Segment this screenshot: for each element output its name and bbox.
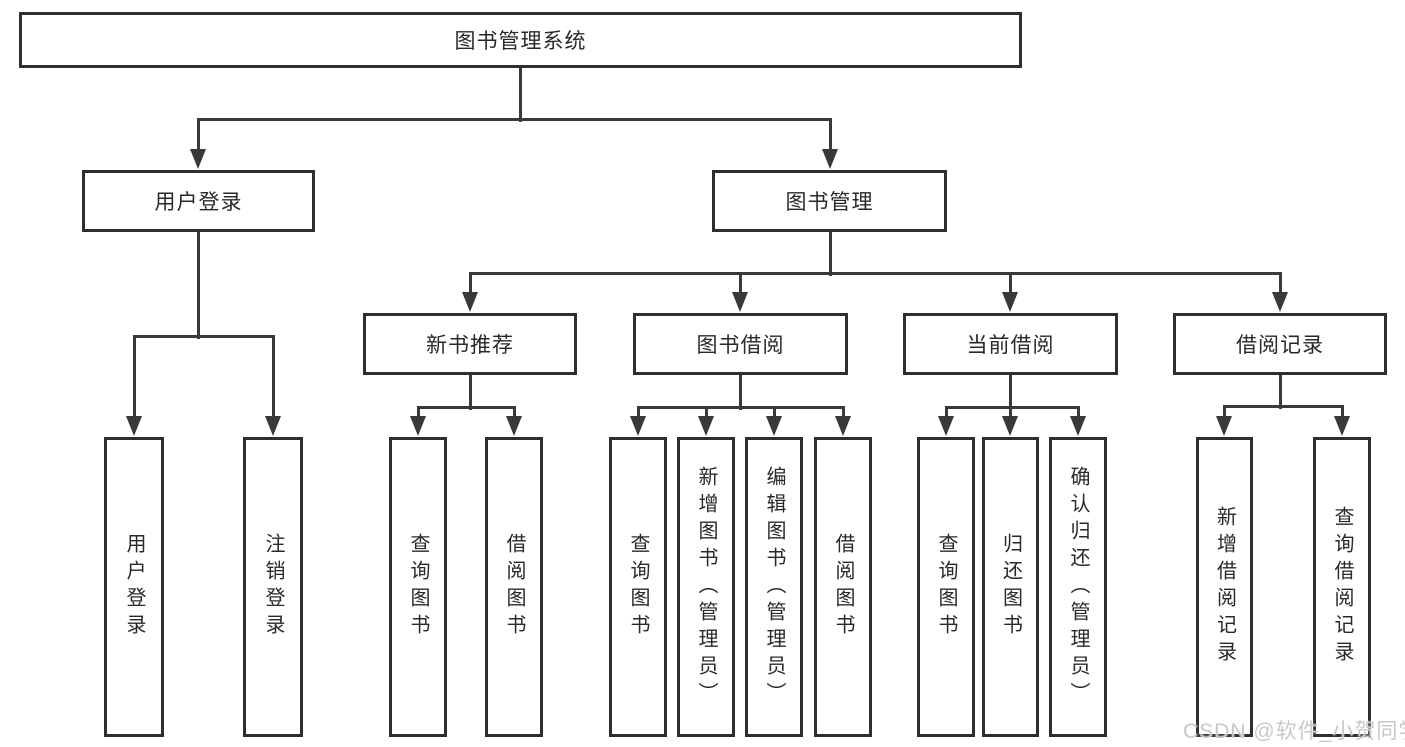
node-label: 图书借阅 bbox=[696, 334, 785, 357]
arrowhead-down-icon bbox=[1070, 416, 1086, 436]
connector-line bbox=[1340, 406, 1344, 420]
node-leaf-borrow-book-2: 借阅图书 bbox=[814, 437, 872, 737]
node-book-mgmt: 图书管理 bbox=[712, 170, 947, 232]
arrowhead-down-icon bbox=[732, 292, 748, 312]
node-leaf-borrow-book-1: 借阅图书 bbox=[485, 437, 543, 737]
node-leaf-query-record: 查询借阅记录 bbox=[1313, 437, 1371, 737]
arrowhead-down-icon bbox=[630, 416, 646, 436]
arrowhead-down-icon bbox=[938, 416, 954, 436]
node-label: 编辑图书（管理员） bbox=[763, 465, 785, 709]
connector-line bbox=[271, 336, 275, 420]
arrowhead-down-icon bbox=[410, 416, 426, 436]
connector-line bbox=[1278, 273, 1282, 296]
node-leaf-edit-book: 编辑图书（管理员） bbox=[745, 437, 803, 737]
connector-line bbox=[416, 407, 420, 420]
arrowhead-down-icon bbox=[1002, 416, 1018, 436]
node-label: 查询借阅记录 bbox=[1331, 506, 1353, 668]
connector-line bbox=[636, 405, 845, 409]
node-leaf-query-book-2: 查询图书 bbox=[609, 437, 667, 737]
node-leaf-query-book-3: 查询图书 bbox=[917, 437, 975, 737]
connector-line bbox=[636, 407, 640, 420]
node-label: 借阅图书 bbox=[503, 533, 525, 641]
node-label: 借阅图书 bbox=[832, 533, 854, 641]
node-leaf-return-book: 归还图书 bbox=[982, 437, 1039, 737]
arrowhead-down-icon bbox=[190, 149, 206, 169]
connector-line bbox=[1008, 273, 1012, 296]
connector-line bbox=[1008, 407, 1012, 420]
arrowhead-down-icon bbox=[265, 416, 281, 436]
arrowhead-down-icon bbox=[1334, 416, 1350, 436]
node-leaf-confirm-return: 确认归还（管理员） bbox=[1049, 437, 1107, 737]
connector-line bbox=[738, 273, 742, 296]
node-label: 借阅记录 bbox=[1236, 334, 1324, 357]
node-label: 图书管理系统 bbox=[454, 30, 587, 53]
node-label: 图书管理 bbox=[785, 191, 874, 214]
connector-line bbox=[1076, 407, 1080, 420]
node-leaf-query-book-1: 查询图书 bbox=[389, 437, 447, 737]
node-new-book-rec: 新书推荐 bbox=[363, 313, 577, 375]
node-label: 用户登录 bbox=[154, 191, 243, 214]
csdn-watermark: CSDN @软件_小贺同学 bbox=[1183, 720, 1405, 743]
node-label: 归还图书 bbox=[999, 533, 1022, 641]
connector-line bbox=[828, 232, 832, 276]
connector-line bbox=[704, 407, 708, 420]
arrowhead-down-icon bbox=[1002, 292, 1018, 312]
arrowhead-down-icon bbox=[1216, 416, 1232, 436]
connector-line bbox=[468, 271, 1282, 275]
connector-line bbox=[944, 407, 948, 420]
connector-line bbox=[1222, 404, 1344, 408]
connector-line bbox=[828, 119, 832, 153]
connector-line bbox=[416, 405, 516, 409]
node-label: 注销登录 bbox=[262, 533, 284, 641]
connector-line bbox=[196, 119, 200, 153]
connector-line bbox=[1008, 375, 1012, 410]
node-label: 新增借阅记录 bbox=[1213, 506, 1236, 668]
connector-line bbox=[468, 273, 472, 296]
node-current-borrow: 当前借阅 bbox=[903, 313, 1118, 375]
connector-line bbox=[468, 375, 472, 410]
arrowhead-down-icon bbox=[698, 416, 714, 436]
connector-line bbox=[512, 407, 516, 420]
node-label: 查询图书 bbox=[407, 533, 429, 641]
connector-line bbox=[1278, 375, 1282, 409]
node-label: 用户登录 bbox=[123, 533, 145, 641]
node-user-login: 用户登录 bbox=[82, 170, 315, 232]
connector-line bbox=[132, 336, 136, 420]
arrowhead-down-icon bbox=[126, 416, 142, 436]
arrowhead-down-icon bbox=[1272, 292, 1288, 312]
node-label: 查询图书 bbox=[935, 533, 957, 641]
connector-line bbox=[738, 375, 742, 410]
node-leaf-user-login: 用户登录 bbox=[104, 437, 164, 737]
node-label: 查询图书 bbox=[627, 533, 649, 641]
arrowhead-down-icon bbox=[835, 416, 851, 436]
node-root: 图书管理系统 bbox=[19, 12, 1022, 68]
connector-line bbox=[1222, 406, 1226, 420]
node-leaf-add-record: 新增借阅记录 bbox=[1196, 437, 1253, 737]
node-leaf-logout: 注销登录 bbox=[243, 437, 303, 737]
arrowhead-down-icon bbox=[462, 292, 478, 312]
connector-line bbox=[196, 117, 832, 121]
connector-line bbox=[772, 407, 776, 420]
node-book-borrow: 图书借阅 bbox=[633, 313, 848, 375]
arrowhead-down-icon bbox=[506, 416, 522, 436]
node-borrow-record: 借阅记录 bbox=[1173, 313, 1387, 375]
arrowhead-down-icon bbox=[822, 149, 838, 169]
node-label: 当前借阅 bbox=[966, 334, 1055, 357]
connector-line bbox=[196, 232, 200, 339]
node-label: 确认归还（管理员） bbox=[1067, 465, 1089, 709]
node-label: 新书推荐 bbox=[426, 334, 514, 357]
connector-line bbox=[944, 405, 1080, 409]
arrowhead-down-icon bbox=[766, 416, 782, 436]
node-label: 新增图书（管理员） bbox=[695, 465, 717, 709]
connector-line bbox=[841, 407, 845, 420]
node-leaf-add-book: 新增图书（管理员） bbox=[677, 437, 735, 737]
connector-line bbox=[518, 68, 522, 122]
connector-line bbox=[132, 334, 275, 338]
